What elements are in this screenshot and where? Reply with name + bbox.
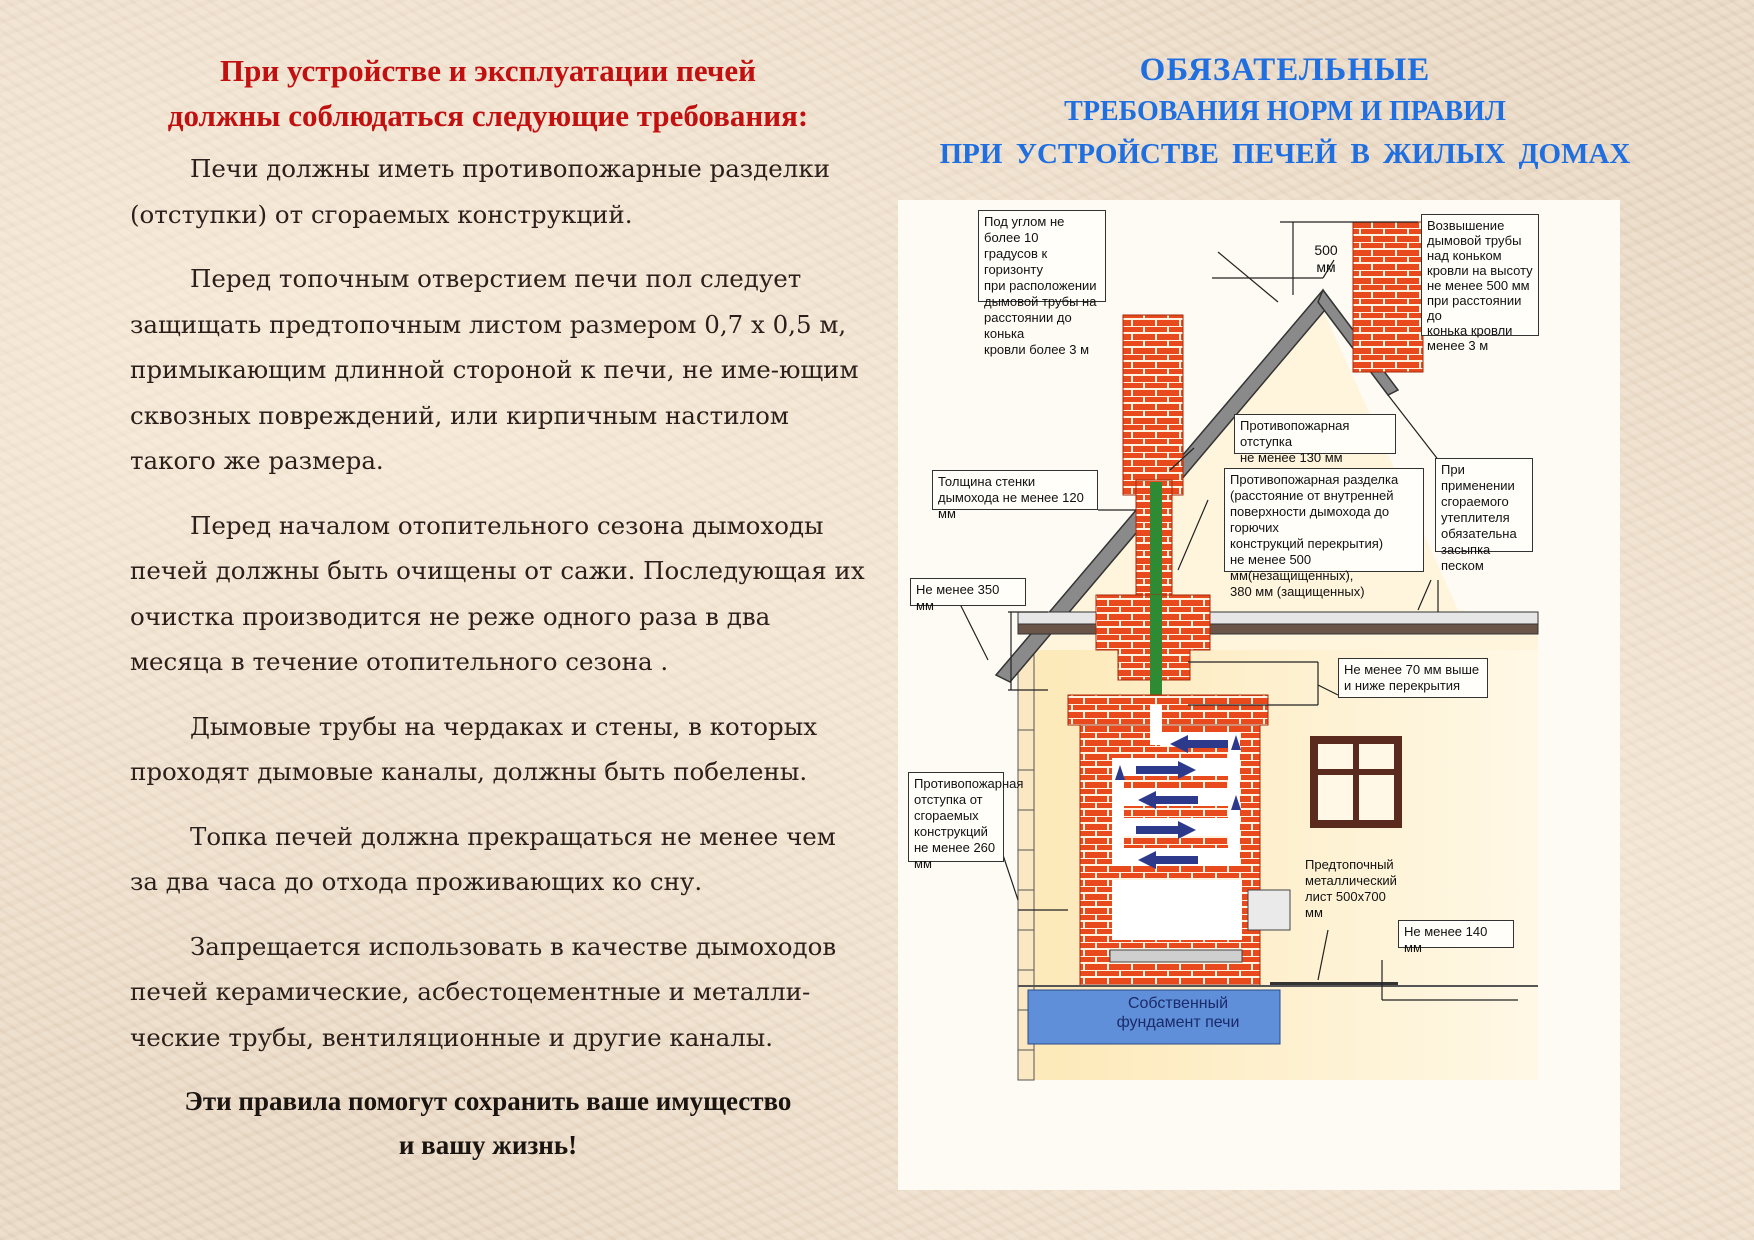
stove-diagram: Под углом не более 10 градусов к горизон…	[898, 200, 1620, 1190]
callout-line: Толщина стенки	[938, 474, 1036, 489]
firebox-door	[1247, 889, 1291, 931]
callout-line: и ниже перекрытия	[1344, 678, 1461, 693]
callout-line: градусов к горизонту	[984, 246, 1048, 277]
ceiling-slab-bottom	[1017, 623, 1539, 635]
dimension-unit: мм	[1316, 259, 1336, 275]
callout-line: дымовой трубы	[1427, 233, 1522, 248]
callout-line: Противопожарная	[914, 776, 1024, 791]
stove-top-band	[1067, 694, 1269, 726]
leader-lines	[957, 221, 1518, 1001]
closing-statement: Эти правила помогут сохранить ваше имуще…	[108, 1079, 868, 1167]
requirement-paragraph: Печи должны иметь противопожарные раздел…	[130, 154, 830, 229]
callout-line: менее 3 м	[1427, 338, 1489, 353]
callout-line: 380 мм (защищенных)	[1230, 584, 1365, 599]
requirement-paragraph: Перед началом отопительного сезона дымох…	[130, 510, 865, 677]
title-line: должны соблюдаться следующие требования:	[167, 98, 809, 133]
callout-line: не менее 500 мм	[1427, 278, 1530, 293]
chimney-stack	[1122, 314, 1184, 496]
callout-line: расстоянии до конька	[984, 310, 1072, 341]
callout-line: конструкций	[914, 824, 988, 839]
callout-wall-thickness-120mm: Толщина стенки дымохода не менее 120 мм	[932, 470, 1098, 521]
heading-line: ТРЕБОВАНИЯ НОРМ И ПРАВИЛ	[1064, 96, 1506, 127]
norms-heading: ОБЯЗАТЕЛЬНЫЕ ТРЕБОВАНИЯ НОРМ И ПРАВИЛ ПР…	[900, 48, 1670, 176]
callout-line: (расстояние от внутренней	[1230, 488, 1394, 503]
callout-roof-angle: Под углом не более 10 градусов к горизон…	[978, 210, 1106, 357]
callout-sand-fill: При применении сгораемого утеплителя обя…	[1435, 458, 1533, 573]
callout-line: кровли более 3 м	[984, 342, 1090, 357]
stove-foundation	[1027, 989, 1281, 1045]
callout-line: Не менее 140 мм	[1404, 924, 1488, 955]
callout-pre-furnace-sheet: Предтопочный металлический лист 500х700 …	[1300, 854, 1408, 920]
house-window	[1310, 736, 1402, 828]
callout-line: Возвышение	[1427, 218, 1505, 233]
foundation-line: фундамент печи	[1116, 1014, 1240, 1031]
requirement-paragraph: Перед топочным отверстием печи пол следу…	[130, 264, 859, 475]
dimension-value: 500	[1314, 242, 1338, 258]
requirement-paragraph: Дымовые трубы на чердаках и стены, в кот…	[130, 711, 818, 787]
callout-350mm: Не менее 350 мм	[910, 578, 1026, 613]
ash-grate	[1109, 949, 1243, 963]
callout-line: Противопожарная отступка	[1240, 418, 1350, 449]
callout-offset-130mm: Противопожарная отступка не менее 130 мм	[1234, 414, 1396, 465]
dimension-500mm: 500 мм	[1306, 242, 1346, 276]
callout-line: утеплителя	[1441, 510, 1510, 525]
log-wall	[1017, 649, 1035, 1081]
callout-line: обязательна	[1441, 526, 1517, 541]
callout-line: при расстоянии до	[1427, 293, 1522, 323]
callout-line: засыпка песком	[1441, 542, 1491, 573]
callout-line: Не менее 70 мм выше	[1344, 662, 1480, 677]
callout-line: При применении	[1441, 462, 1515, 493]
foundation-line: Собственный	[1127, 995, 1229, 1012]
callout-offset-260mm: Противопожарная отступка от сгораемых ко…	[908, 772, 1024, 871]
callout-line: сгораемого	[1441, 494, 1509, 509]
heading-line: ОБЯЗАТЕЛЬНЫЕ	[1139, 52, 1431, 88]
callout-line: при расположении	[984, 278, 1097, 293]
callout-line: не менее 260 мм	[914, 840, 996, 871]
requirements-title: При устройстве и эксплуатации печей долж…	[108, 48, 868, 138]
callout-line: лист 500х700 мм	[1305, 889, 1386, 920]
callout-line: поверхности дымохода до горючих	[1230, 504, 1390, 535]
flow-arrows	[1115, 735, 1241, 869]
callout-140mm: Не менее 140 мм	[1398, 920, 1514, 955]
requirement-paragraph: Запрещается использовать в качестве дымо…	[130, 931, 837, 1052]
chimney-detail	[1352, 221, 1424, 373]
callout-line: Противопожарная разделка	[1230, 472, 1399, 487]
heading-line: ПРИ УСТРОЙСТВЕ ПЕЧЕЙ В ЖИЛЫХ ДОМАХ	[939, 138, 1631, 170]
requirements-column: При устройстве и эксплуатации печей долж…	[108, 48, 868, 1167]
callout-line: сгораемых	[914, 808, 979, 823]
flue-channel-lower	[1150, 595, 1162, 705]
title-line: При устройстве и эксплуатации печей	[219, 53, 756, 88]
callout-line: Предтопочный	[1305, 857, 1394, 872]
callout-70mm: Не менее 70 мм выше и ниже перекрытия	[1338, 658, 1488, 698]
callout-line: над коньком	[1427, 248, 1502, 263]
callout-line: не менее 500 мм(незащищенных),	[1230, 552, 1354, 583]
callout-line: металлический	[1305, 873, 1397, 888]
callout-fire-cut: Противопожарная разделка (расстояние от …	[1224, 468, 1424, 599]
requirement-paragraph: Топка печей должна прекращаться не менее…	[130, 821, 836, 897]
closing-line: Эти правила помогут сохранить ваше имуще…	[184, 1086, 792, 1116]
callout-line: конструкций перекрытия)	[1230, 536, 1384, 551]
callout-chimney-rise: Возвышение дымовой трубы над коньком кро…	[1421, 214, 1539, 353]
callout-line: отступка от	[914, 792, 983, 807]
foundation-label: Собственный фундамент печи	[1098, 994, 1258, 1032]
callout-line: дымовой трубы на	[984, 294, 1097, 309]
callout-line: кровли на высоту	[1427, 263, 1533, 278]
callout-line: не менее 130 мм	[1240, 450, 1343, 465]
callout-line: конька кровли	[1427, 323, 1513, 338]
closing-line: и вашу жизнь!	[398, 1130, 578, 1160]
callout-line: Не менее 350 мм	[916, 582, 1000, 613]
callout-line: дымохода не менее 120 мм	[938, 490, 1084, 521]
callout-line: Под углом не более 10	[984, 214, 1065, 245]
